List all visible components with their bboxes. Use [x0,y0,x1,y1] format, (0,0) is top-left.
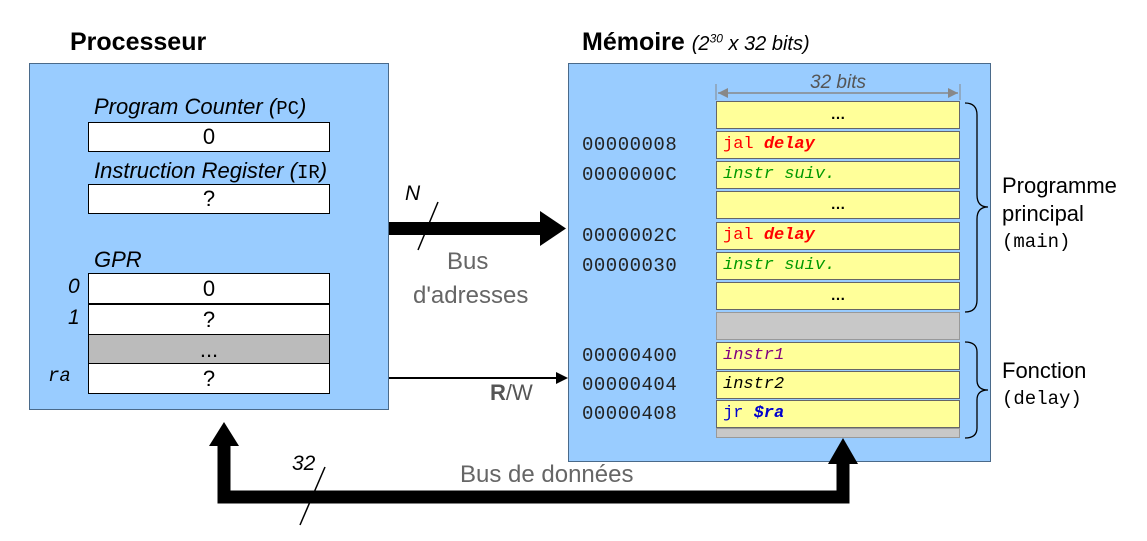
processor-title: Processeur [70,28,207,56]
memory-address: 00000008 [582,134,678,156]
main-label: Programme principal (main) [1002,172,1117,256]
address-bus-label-2: d'adresses [413,282,529,309]
memory-instruction: instr2 [723,375,785,394]
memory-cell: jr $ra [716,400,960,428]
memory-title: Mémoire (230 x 32 bits) [582,28,810,57]
data-bus-arrow [209,422,858,504]
memory-instruction: instr suiv. [723,256,836,275]
memory-cell: instr1 [716,342,960,370]
memory-address: 00000030 [582,255,678,277]
memory-operand: delay [763,135,815,154]
width-dimension [715,84,961,100]
gpr-register: ? [88,304,330,335]
memory-cell: … [716,282,960,310]
memory-cell: instr2 [716,371,960,399]
main-label-line2: principal [1002,201,1084,226]
address-bus-arrow [389,211,566,246]
ir-label-text: Instruction Register [94,158,284,183]
pc-abbr: PC [276,98,300,120]
memory-instruction: jal [723,135,764,154]
pc-label-text: Program Counter [94,94,263,119]
pc-label: Program Counter (PC) [94,94,307,120]
memory-cell: jal delay [716,131,960,159]
memory-cell [716,312,960,340]
gpr-register: 0 [88,273,330,304]
memory-address: 0000002C [582,225,678,247]
function-label-line1: Fonction [1002,358,1087,383]
data-bus-slash [299,466,326,526]
ir-register: ? [88,184,330,214]
memory-address: 00000400 [582,345,678,367]
gpr-label: GPR [94,247,142,272]
main-label-line1: Programme [1002,173,1117,198]
memory-ellipsis: … [830,287,846,304]
rw-arrow [389,372,568,384]
main-label-line3: (main) [1002,231,1071,253]
memory-address: 0000000C [582,164,678,186]
function-brace [964,341,989,439]
rw-label-r: R [490,380,506,405]
memory-title-text: Mémoire [582,28,685,56]
memory-operand: delay [763,226,815,245]
gpr-index: 0 [68,275,80,298]
memory-cell: jal delay [716,222,960,250]
memory-ellipsis: … [830,196,846,213]
memory-address: 00000408 [582,403,678,425]
memory-width-label: 32 bits [810,72,866,93]
address-bus-width: N [405,182,421,205]
function-label-line2: (delay) [1002,388,1082,410]
memory-cell: instr suiv. [716,161,960,189]
memory-instruction: jr [723,404,754,423]
ir-label: Instruction Register (IR) [94,158,328,184]
memory-bottom-strip [716,428,960,438]
rw-label-w: /W [505,380,533,405]
rw-label: R/W [490,380,533,406]
gpr-register: ? [88,363,330,394]
memory-instruction: instr1 [723,346,785,365]
memory-instruction: instr suiv. [723,165,836,184]
ir-abbr: IR [296,162,320,184]
memory-size-exp: 30 [709,31,723,46]
memory-size-rest: x 32 bits) [722,33,810,55]
memory-ellipsis: … [830,106,846,123]
function-label: Fonction (delay) [1002,357,1086,413]
data-bus-label: Bus de données [460,461,634,488]
memory-address: 00000404 [582,374,678,396]
gpr-index: ra [48,365,71,387]
memory-size: (230 x 32 bits) [691,31,810,55]
pc-register: 0 [88,122,330,152]
memory-cell: … [716,191,960,219]
memory-cell: instr suiv. [716,252,960,280]
memory-cell: … [716,101,960,129]
address-bus-slash [417,201,439,251]
memory-size-base: (2 [691,33,710,55]
address-bus-label-1: Bus [447,248,489,275]
memory-instruction: jal [723,226,764,245]
memory-operand: $ra [753,404,785,423]
data-bus-width: 32 [292,452,316,475]
gpr-index: 1 [68,306,80,329]
main-brace [964,102,989,313]
